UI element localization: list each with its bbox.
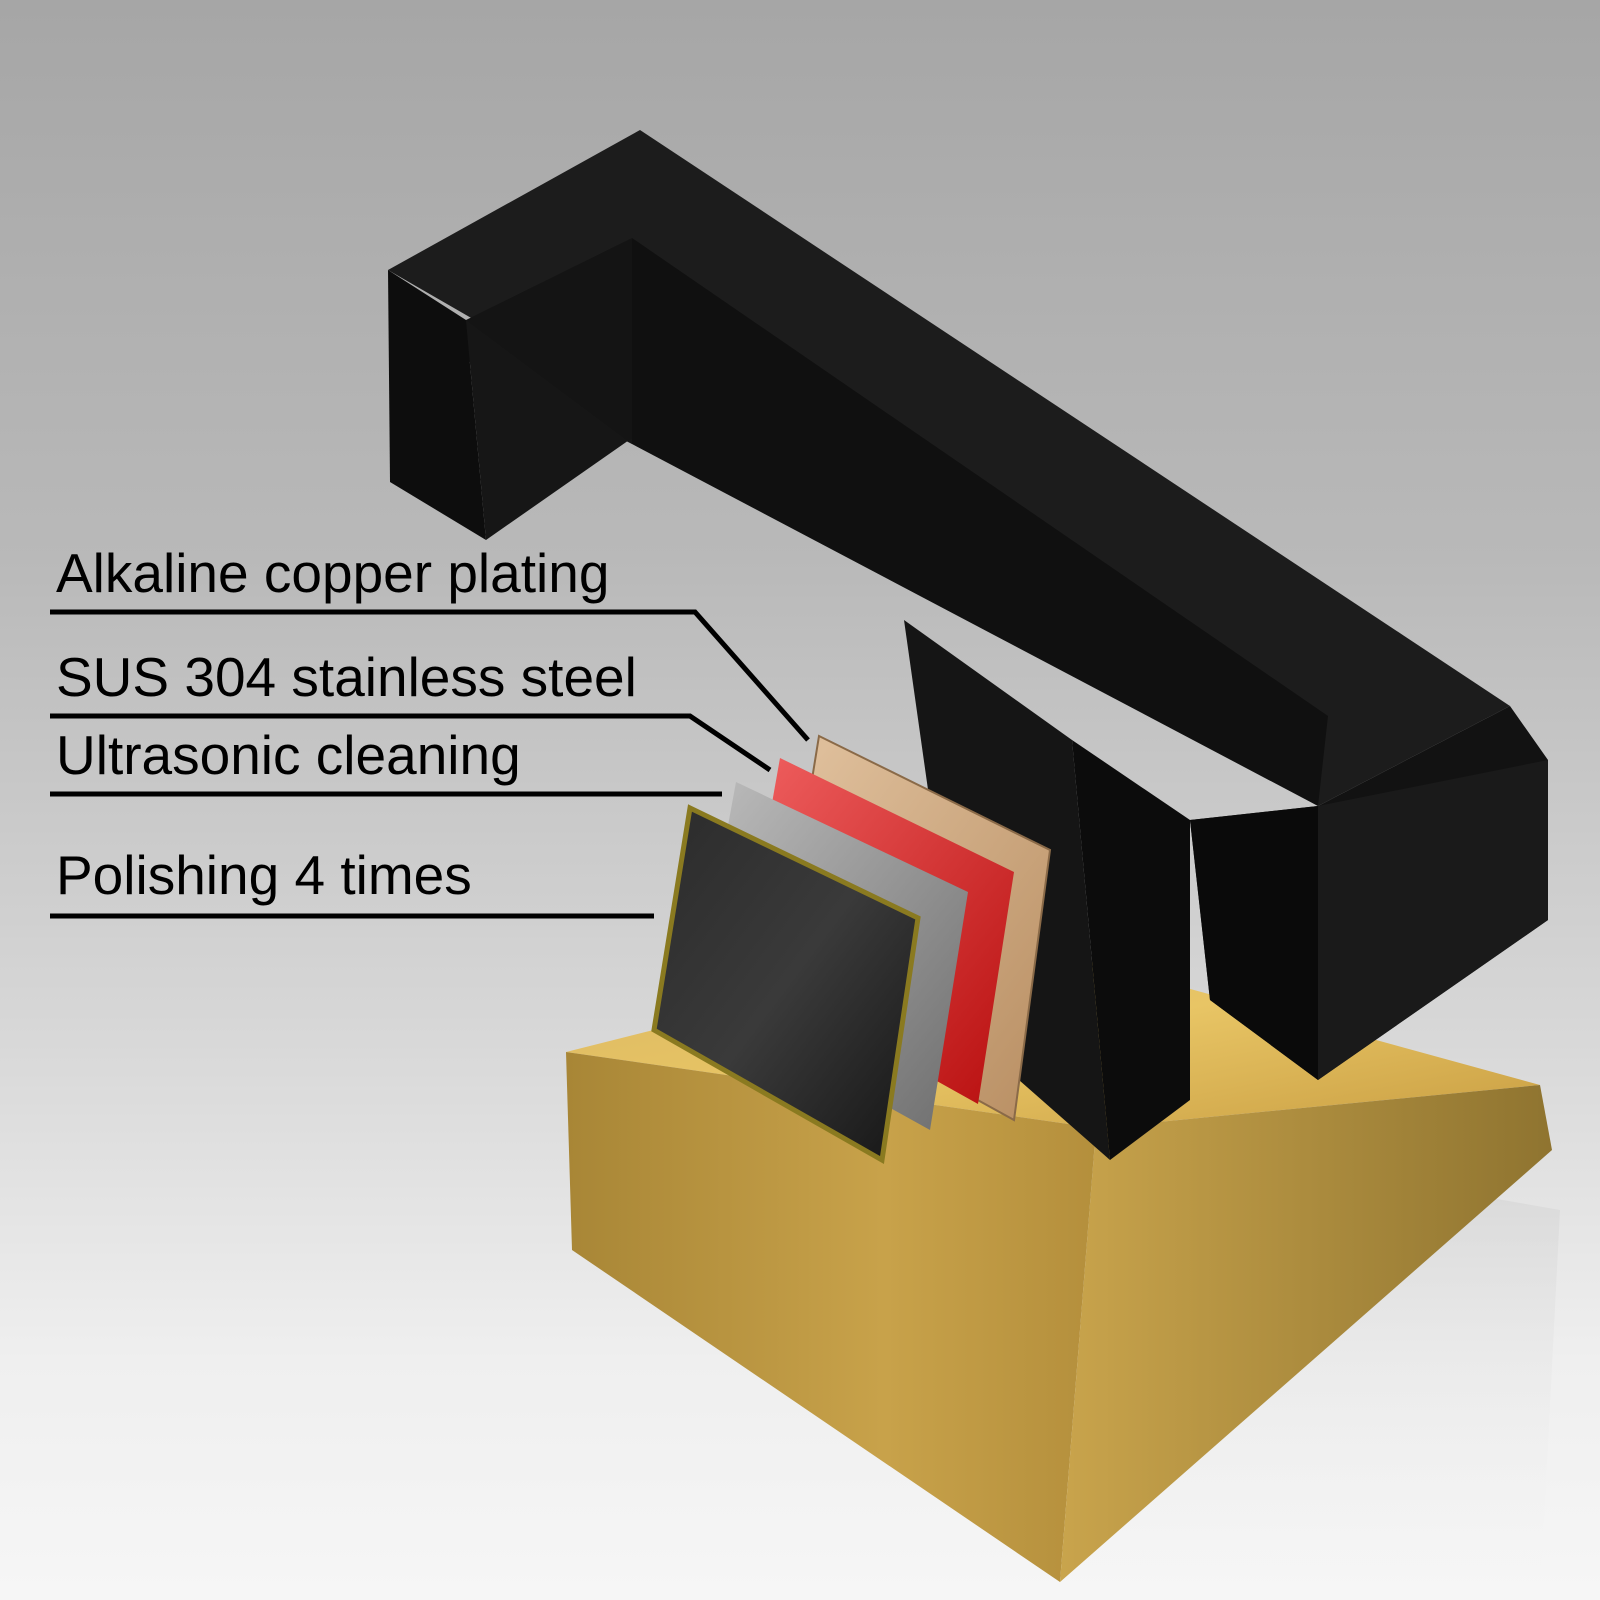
- label-alkaline-copper-plating: Alkaline copper plating: [56, 542, 610, 604]
- leader-lines: [50, 609, 810, 919]
- label-sus-304-stainless-steel: SUS 304 stainless steel: [56, 646, 637, 708]
- material-layers: [651, 734, 1052, 1164]
- layer-black-swatch: [651, 804, 921, 1164]
- label-polishing-4-times: Polishing 4 times: [56, 844, 472, 906]
- label-ultrasonic-cleaning: Ultrasonic cleaning: [56, 724, 521, 786]
